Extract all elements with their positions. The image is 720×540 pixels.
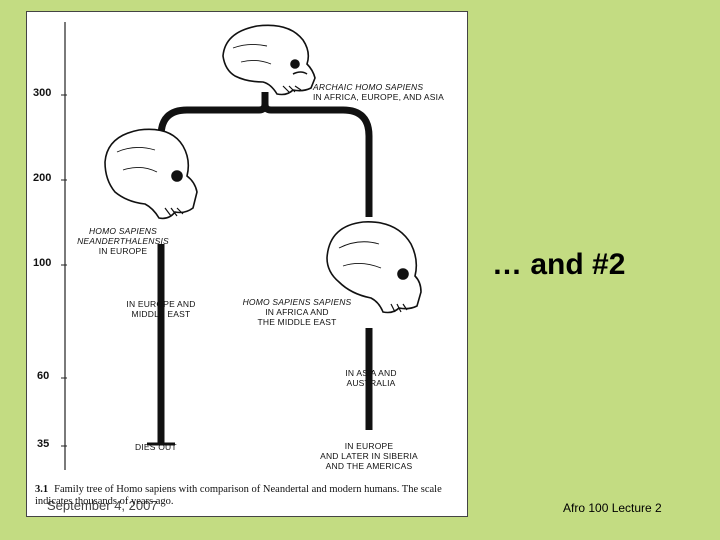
label-europe-later-line2: AND LATER IN SIBERIA xyxy=(320,451,418,461)
label-europe-later: IN EUROPE AND LATER IN SIBERIA AND THE A… xyxy=(307,441,431,471)
label-europe-middle-east: IN EUROPE AND MIDDLE EAST xyxy=(109,299,213,319)
axis-tick-label-300: 300 xyxy=(33,87,52,99)
label-europe-middle-east-line2: MIDDLE EAST xyxy=(131,309,191,319)
label-sapiens-africa: HOMO SAPIENS SAPIENS IN AFRICA AND THE M… xyxy=(233,297,361,327)
branch-right-arc xyxy=(261,103,373,217)
label-asia-australia-line2: AUSTRALIA xyxy=(346,378,396,388)
label-sapiens-africa-line1: HOMO SAPIENS SAPIENS xyxy=(242,297,352,307)
axis-tick-label-35: 35 xyxy=(37,438,50,450)
axis-tick-label-100: 100 xyxy=(33,257,52,269)
label-archaic-line1: ARCHAIC HOMO SAPIENS xyxy=(313,82,424,92)
label-neanderthal-line1: HOMO SAPIENS xyxy=(88,226,158,236)
label-neanderthal: HOMO SAPIENS NEANDERTHALENSIS IN EUROPE xyxy=(63,226,183,256)
tree-branches xyxy=(157,92,373,444)
label-neanderthal-line2: NEANDERTHALENSIS xyxy=(77,236,169,246)
label-archaic-line2: IN AFRICA, EUROPE, AND ASIA xyxy=(313,92,445,102)
axis-tick-label-60: 60 xyxy=(37,370,50,382)
label-archaic: ARCHAIC HOMO SAPIENS IN AFRICA, EUROPE, … xyxy=(313,82,444,102)
label-sapiens-africa-line3: THE MIDDLE EAST xyxy=(257,317,337,327)
slide-title: … and #2 xyxy=(492,248,626,281)
skull-neanderthal-icon xyxy=(104,128,198,220)
label-asia-australia-line1: IN ASIA AND xyxy=(345,368,397,378)
axis-tick-label-200: 200 xyxy=(33,172,52,184)
label-dies-out: DIES OUT xyxy=(135,442,177,452)
footer-lecture: Afro 100 Lecture 2 xyxy=(563,501,662,515)
label-europe-later-line3: AND THE AMERICAS xyxy=(325,461,413,471)
label-europe-later-line1: IN EUROPE xyxy=(344,441,394,451)
label-sapiens-africa-line2: IN AFRICA AND xyxy=(265,307,329,317)
skull-archaic-icon xyxy=(222,24,316,96)
skull-modern-icon xyxy=(326,221,422,314)
family-tree-figure: 300 200 100 60 35 ARCHAIC HOMO SAPIENS I… xyxy=(26,11,468,517)
label-europe-middle-east-line1: IN EUROPE AND xyxy=(126,299,196,309)
caption-text: Family tree of Homo sapiens with compari… xyxy=(35,484,442,507)
label-neanderthal-line3: IN EUROPE xyxy=(98,246,148,256)
footer-date: September 4, 2007 xyxy=(47,498,158,513)
label-asia-australia: IN ASIA AND AUSTRALIA xyxy=(331,368,411,388)
tree-diagram xyxy=(61,22,422,470)
caption-number: 3.1 xyxy=(35,484,49,495)
